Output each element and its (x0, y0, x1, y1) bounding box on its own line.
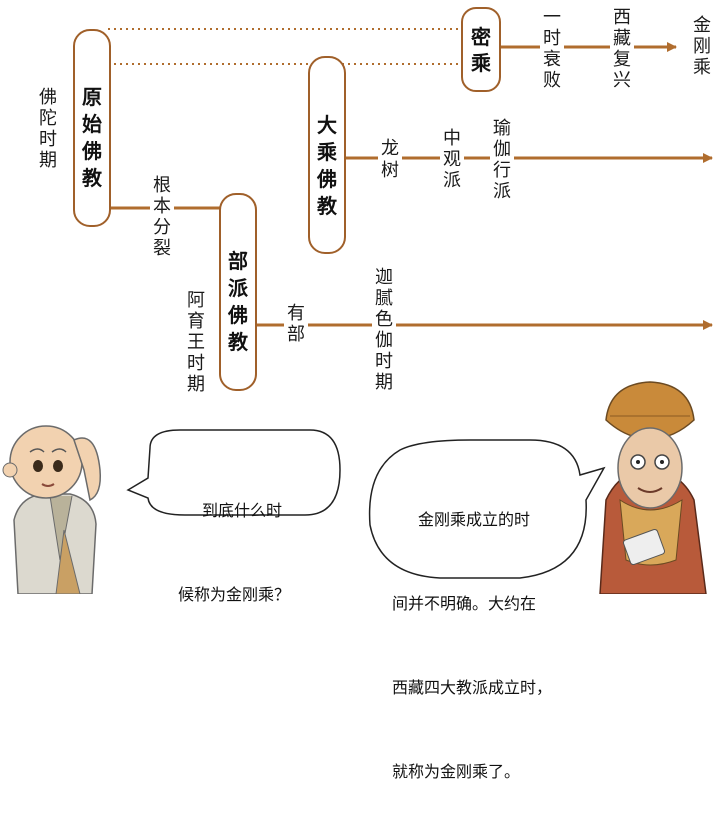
label-madhyamaka: 中 观 派 (440, 126, 464, 192)
svg-text:部: 部 (287, 324, 305, 345)
box-sectarian-label: 部 派 佛 教 (227, 249, 249, 354)
svg-text:本: 本 (153, 196, 171, 217)
svg-text:佛: 佛 (81, 139, 102, 163)
answer-text: 金刚乘成立的时 间并不明确。大约在 西藏四大教派成立时， 就称为金刚乘了。 (392, 450, 582, 814)
svg-text:色: 色 (375, 309, 393, 330)
svg-text:乘: 乘 (693, 57, 711, 78)
box-mahayana-buddhism (308, 56, 346, 254)
svg-text:乘: 乘 (470, 51, 492, 75)
svg-text:行: 行 (493, 160, 511, 181)
answer-line-1: 金刚乘成立的时 (418, 510, 531, 529)
svg-text:佛: 佛 (227, 303, 248, 327)
svg-text:王: 王 (187, 332, 205, 353)
answer-line-2: 间并不明确。大约在 (392, 594, 537, 613)
svg-text:龙: 龙 (381, 138, 399, 159)
lineage-diagram: 原 始 佛 教 部 派 佛 教 大 乘 佛 教 密 乘 佛 陀 时 期 根 本 … (2, 6, 713, 594)
answer-bubble (368, 439, 606, 579)
svg-text:时: 时 (187, 353, 205, 374)
label-fundamental-schism: 根 本 分 裂 (150, 174, 174, 259)
svg-text:藏: 藏 (613, 28, 631, 49)
svg-text:衰: 衰 (543, 49, 561, 70)
question-line-2: 候称为金刚乘？ (178, 585, 291, 604)
question-text: 到底什么时 候称为金刚乘？ (178, 441, 338, 637)
svg-text:佛: 佛 (39, 87, 57, 108)
svg-text:派: 派 (228, 276, 249, 300)
svg-text:迦: 迦 (375, 267, 393, 288)
svg-text:分: 分 (153, 217, 171, 238)
svg-text:部: 部 (228, 249, 248, 273)
svg-text:大: 大 (317, 113, 337, 137)
svg-text:根: 根 (153, 175, 171, 196)
svg-text:金: 金 (693, 15, 711, 36)
box-primitive-label: 原 始 佛 教 (81, 85, 103, 190)
question-line-1: 到底什么时 (202, 501, 283, 520)
svg-text:中: 中 (443, 128, 461, 149)
box-sectarian-buddhism (219, 193, 257, 391)
svg-text:兴: 兴 (613, 70, 631, 91)
svg-text:陀: 陀 (39, 108, 57, 129)
child-monk-icon (2, 425, 102, 594)
svg-text:有: 有 (287, 303, 305, 324)
svg-text:一: 一 (543, 7, 561, 28)
svg-text:败: 败 (543, 70, 561, 91)
svg-text:复: 复 (613, 49, 631, 70)
svg-text:期: 期 (187, 374, 205, 395)
svg-text:西: 西 (613, 7, 631, 28)
question-bubble (126, 429, 341, 516)
svg-text:育: 育 (187, 311, 205, 332)
box-primitive-buddhism (73, 29, 111, 227)
label-buddha-period: 佛 陀 时 期 (36, 84, 60, 174)
svg-text:派: 派 (443, 170, 461, 191)
elder-lama-icon (599, 381, 707, 594)
svg-text:阿: 阿 (187, 290, 205, 311)
svg-text:裂: 裂 (153, 238, 171, 259)
svg-text:腻: 腻 (375, 288, 393, 309)
svg-text:派: 派 (493, 181, 511, 202)
svg-text:伽: 伽 (375, 330, 393, 351)
svg-text:教: 教 (228, 330, 249, 354)
answer-line-3: 西藏四大教派成立时， (392, 678, 553, 697)
box-mahayana-label: 大 乘 佛 教 (316, 113, 338, 218)
svg-text:密: 密 (471, 25, 491, 49)
label-tibet-revival: 西 藏 复 兴 (610, 6, 634, 92)
svg-text:原: 原 (82, 85, 102, 109)
svg-text:伽: 伽 (493, 139, 511, 160)
answer-line-4: 就称为金刚乘了。 (392, 762, 521, 781)
label-vajrayana: 金 刚 乘 (693, 15, 711, 78)
svg-text:瑜: 瑜 (493, 118, 511, 139)
box-esoteric-label: 密 乘 (470, 25, 492, 75)
svg-text:树: 树 (381, 160, 399, 181)
svg-text:教: 教 (82, 166, 103, 190)
label-ashoka-period: 阿 育 王 时 期 (187, 290, 205, 395)
svg-text:佛: 佛 (316, 167, 337, 191)
label-kanishka-period: 迦 腻 色 伽 时 期 (372, 266, 396, 393)
svg-text:时: 时 (543, 28, 561, 49)
label-yogacara: 瑜 伽 行 派 (490, 116, 514, 202)
svg-text:乘: 乘 (316, 140, 338, 164)
label-temporary-decline: 一 时 衰 败 (540, 6, 564, 92)
box-esoteric (461, 7, 501, 92)
svg-text:观: 观 (443, 149, 461, 170)
svg-text:期: 期 (375, 372, 393, 393)
label-nagarjuna: 龙 树 (378, 136, 402, 182)
label-sarvastivada: 有 部 (284, 302, 308, 346)
svg-text:时: 时 (375, 351, 393, 372)
svg-text:教: 教 (317, 194, 338, 218)
svg-text:期: 期 (39, 150, 57, 171)
svg-text:始: 始 (82, 112, 102, 136)
svg-text:刚: 刚 (693, 36, 711, 57)
svg-text:时: 时 (39, 129, 57, 150)
